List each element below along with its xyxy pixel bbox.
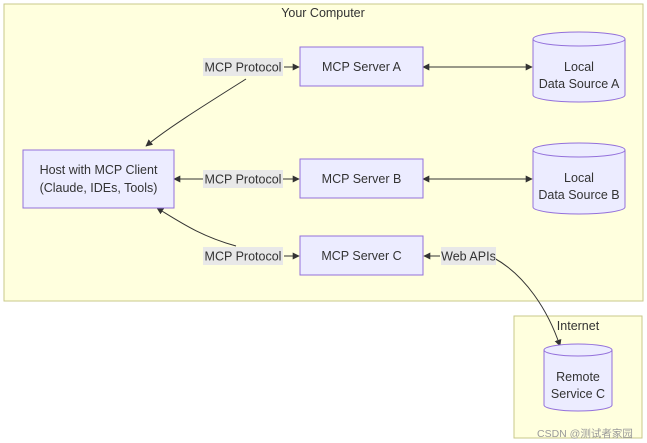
edge-label-host-b: MCP Protocol	[203, 170, 283, 188]
watermark: CSDN @测试者家园	[537, 427, 633, 440]
cluster-internet: Internet	[513, 315, 643, 439]
node-server-b-label: MCP Server B	[322, 172, 402, 186]
node-source-b: Local Data Source B	[532, 142, 626, 215]
edge-label-text: Web APIs	[441, 250, 496, 264]
node-source-a-line2: Data Source A	[539, 77, 620, 91]
cluster-label-internet: Internet	[557, 319, 600, 333]
node-host-line2: (Claude, IDEs, Tools)	[40, 181, 158, 195]
node-server-a-label: MCP Server A	[322, 60, 402, 74]
edge-host-to-server-a	[145, 78, 247, 147]
edge-label-web-apis: Web APIs	[441, 247, 496, 265]
edge-label-text: MCP Protocol	[205, 173, 282, 187]
node-remote-c-line1: Remote	[556, 370, 600, 384]
node-source-b-line1: Local	[564, 171, 594, 185]
edge-label-text: MCP Protocol	[205, 250, 282, 264]
node-remote-c: Remote Service C	[543, 343, 613, 412]
node-server-b: MCP Server B	[299, 158, 424, 199]
edge-host-to-server-c	[156, 207, 237, 247]
node-host-line1: Host with MCP Client	[40, 163, 158, 177]
node-server-a: MCP Server A	[299, 46, 424, 87]
edge-label-text: MCP Protocol	[205, 61, 282, 75]
cluster-label-your-computer: Your Computer	[281, 6, 365, 20]
node-remote-c-line2: Service C	[551, 387, 605, 401]
edge-label-host-a: MCP Protocol	[203, 58, 283, 76]
node-server-c: MCP Server C	[299, 235, 424, 276]
edge-label-host-c: MCP Protocol	[203, 247, 283, 265]
node-source-a: Local Data Source A	[532, 31, 626, 103]
node-source-b-line2: Data Source B	[538, 188, 619, 202]
node-server-c-label: MCP Server C	[321, 249, 401, 263]
node-host: Host with MCP Client (Claude, IDEs, Tool…	[22, 149, 175, 209]
node-source-a-line1: Local	[564, 60, 594, 74]
edge-webapi-to-remote	[493, 257, 562, 347]
